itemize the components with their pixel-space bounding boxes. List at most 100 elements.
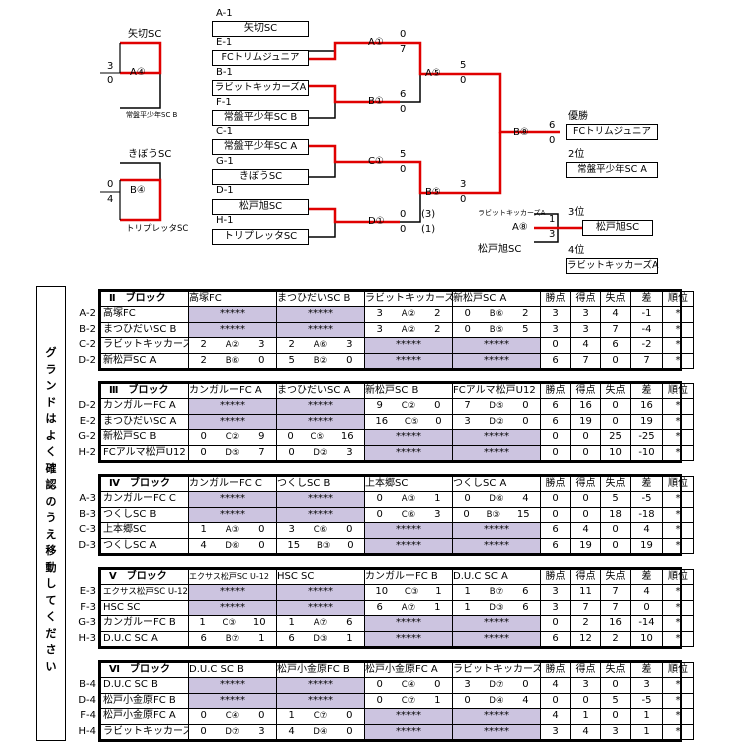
match-score: 4	[107, 194, 114, 205]
match-code: A③	[225, 525, 240, 535]
match-label: B①	[368, 96, 384, 107]
goal-count: 15	[287, 539, 301, 551]
stat-value: 2	[570, 615, 601, 632]
row-code: E-3	[79, 586, 96, 597]
stat-value: 7	[600, 599, 631, 616]
goal-count: 9	[258, 431, 265, 443]
match-code: C④	[225, 711, 240, 721]
goal-count: 6	[522, 586, 529, 598]
stat-value: *	[662, 522, 694, 539]
row-team: つくしSC B	[100, 506, 189, 523]
row-team: D.U.C SC B	[100, 677, 189, 694]
empty-cell: *****	[276, 599, 365, 616]
match-score: 0	[400, 164, 407, 175]
match-code: D③	[489, 602, 504, 613]
stat-value: 7	[600, 321, 631, 338]
goal-count: 3	[434, 508, 441, 520]
runnerup-team: 常盤平少年SC A	[566, 162, 658, 178]
slot-code: E-1	[216, 37, 233, 48]
slot-team: 矢切SC	[212, 21, 309, 37]
stat-value: 7	[570, 352, 601, 369]
stat-value: 0	[600, 537, 631, 554]
column-team: HSC SC	[276, 569, 365, 585]
match-code: A⑦	[313, 618, 328, 628]
match-score: 0	[460, 75, 467, 86]
notice-text: グランドはよく確認のうえ移動してください	[37, 345, 65, 675]
match-label: D①	[368, 216, 385, 227]
slot-code: G-1	[216, 156, 234, 167]
column-team: 新松戸SC A	[452, 291, 541, 307]
empty-cell: *****	[188, 321, 277, 338]
stat-header: 差	[630, 476, 663, 492]
match-code: D②	[313, 447, 328, 458]
third-team: 松戸旭SC	[582, 220, 653, 236]
row-code: A-3	[79, 493, 96, 504]
empty-cell: *****	[188, 692, 277, 709]
block-number: Ⅱ	[109, 293, 116, 304]
match-code: B③	[486, 509, 501, 520]
stat-value: 4	[570, 723, 601, 740]
notice-char: ラ	[45, 362, 57, 376]
stat-value: *	[662, 677, 694, 694]
goal-count: 0	[347, 539, 354, 551]
stat-value: -2	[630, 337, 663, 354]
match-code: C⑤	[404, 416, 419, 427]
stat-header: 順位	[662, 383, 694, 399]
stat-header: 勝点	[540, 476, 571, 492]
column-team: D.U.C SC B	[188, 662, 277, 678]
notice-char: 動	[45, 560, 57, 574]
stat-header: 差	[630, 291, 663, 307]
stat-value: *	[662, 692, 694, 709]
table-row: ラビットキッカーズB2A②32A⑥3**********046-2*	[100, 337, 694, 354]
stat-value: 4	[630, 584, 663, 601]
match-team: トリプレッタSC	[126, 224, 189, 234]
row-code: H-3	[78, 632, 97, 644]
goal-count: 2	[288, 339, 295, 351]
match-code: A⑥	[313, 340, 328, 350]
goal-count: 1	[435, 586, 442, 598]
stat-header: 得点	[570, 662, 601, 678]
match-score: 3	[107, 61, 114, 72]
goal-count: 0	[434, 400, 441, 412]
row-code: B-3	[79, 508, 96, 520]
block-word: ブロック	[125, 293, 166, 304]
column-team: 高塚FC	[188, 291, 277, 307]
goal-count: 4	[522, 694, 529, 706]
empty-cell: *****	[452, 615, 541, 632]
match-code: D④	[313, 726, 328, 737]
match-score: 0	[549, 135, 556, 146]
goal-count: 0	[376, 508, 383, 520]
match-code: D③	[313, 633, 328, 644]
result-label: 2位	[568, 149, 585, 160]
match-code: D④	[489, 695, 504, 706]
goal-count: 5	[288, 354, 295, 366]
stat-value: 6	[540, 398, 571, 415]
goal-count: 6	[346, 617, 353, 629]
match-code: A②	[225, 340, 240, 350]
block-word: ブロック	[128, 385, 169, 396]
goal-count: 6	[288, 632, 295, 644]
empty-cell: *****	[364, 352, 453, 369]
match-code: B⑦	[489, 587, 504, 597]
empty-cell: *****	[188, 677, 277, 694]
empty-cell: *****	[276, 321, 365, 338]
stat-value: 16	[630, 398, 663, 415]
column-team: まつひだいSC A	[276, 383, 365, 399]
slot-team: FCトリムジュニア	[212, 50, 309, 66]
stat-value: 0	[540, 506, 571, 523]
stat-value: 16	[600, 615, 631, 632]
block-word: ブロック	[130, 664, 170, 675]
